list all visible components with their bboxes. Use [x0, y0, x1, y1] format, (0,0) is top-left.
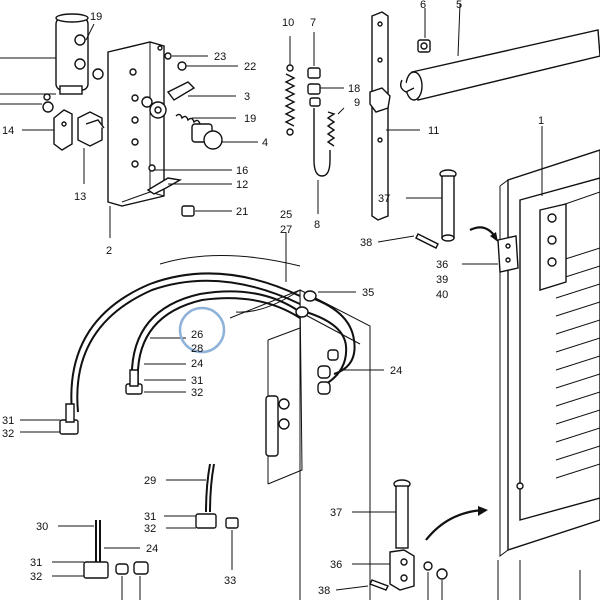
mounting-plate-part-2 — [107, 41, 165, 207]
spring-part-10 — [284, 36, 296, 136]
callout-32-mid: 32 — [191, 387, 203, 399]
pin-part-37-top — [439, 169, 457, 242]
pin-part-38-bottom — [369, 579, 389, 591]
hose-end-middle — [125, 369, 143, 395]
hose-piece-29 — [195, 463, 217, 529]
hose-connectors-35 — [295, 290, 317, 318]
callout-12: 12 — [236, 179, 248, 191]
turnbuckle-part-18 — [307, 83, 344, 107]
callout-30: 30 — [36, 521, 48, 533]
callout-37-top: 37 — [378, 193, 390, 205]
callout-7: 7 — [310, 17, 316, 29]
hose-end-left — [59, 403, 79, 435]
roller-tube-part-5 — [399, 29, 600, 101]
nut-part-33 — [225, 517, 239, 570]
callout-32-bottom-left: 32 — [30, 571, 42, 583]
callout-38-top: 38 — [360, 237, 372, 249]
callout-14: 14 — [2, 125, 14, 137]
callout-33: 33 — [224, 575, 236, 587]
callout-38-bottom: 38 — [318, 585, 330, 597]
bracket-part-14 — [53, 109, 73, 151]
callout-28: 28 — [191, 343, 203, 355]
callout-26-highlight — [178, 306, 226, 354]
door-hinge-part — [265, 395, 290, 457]
knob-part-4 — [191, 123, 223, 150]
hinge-part-36 — [389, 549, 415, 591]
callout-39: 39 — [436, 274, 448, 286]
callout-13: 13 — [74, 191, 86, 203]
callout-29: 29 — [144, 475, 156, 487]
callout-31-mid: 31 — [191, 375, 203, 387]
callout-23: 23 — [214, 51, 226, 63]
callout-22: 22 — [244, 61, 256, 73]
callout-31-bottom-left: 31 — [30, 557, 42, 569]
callout-36-bottom: 36 — [330, 559, 342, 571]
callout-19-mid: 19 — [244, 113, 256, 125]
callout-32-left: 32 — [2, 428, 14, 440]
callout-27: 27 — [280, 224, 292, 236]
shutter-assembly-part-1 — [497, 149, 600, 557]
callout-19-top: 19 — [90, 11, 102, 23]
hinge-strip-part-11 — [369, 11, 391, 221]
callout-36-top: 36 — [436, 259, 448, 271]
rod-loop-part-8 — [313, 108, 331, 177]
cylinder-part — [0, 13, 104, 95]
callout-40: 40 — [436, 289, 448, 301]
callout-2: 2 — [106, 245, 112, 257]
callout-21: 21 — [236, 206, 248, 218]
callout-35: 35 — [362, 287, 374, 299]
door-frame — [229, 289, 371, 600]
spring-part-9 — [326, 107, 345, 147]
callout-10: 10 — [282, 17, 294, 29]
callout-26: 26 — [191, 329, 203, 341]
callout-8: 8 — [314, 219, 320, 231]
screws-bottom — [423, 561, 448, 600]
callout-25: 25 — [280, 209, 292, 221]
shutter-slats — [555, 247, 600, 479]
callout-labels: 19 14 13 2 23 22 3 19 4 16 12 21 10 7 18… — [2, 0, 544, 597]
turnbuckle-part-7 — [307, 32, 321, 79]
callout-24-mid: 24 — [191, 358, 203, 370]
nut-part-6 — [417, 39, 431, 53]
callout-4: 4 — [262, 137, 268, 149]
hoses — [70, 255, 356, 413]
callout-31-left: 31 — [2, 415, 14, 427]
callout-24-right: 24 — [390, 365, 402, 377]
spring-part-19 — [175, 113, 201, 125]
fitting-caps — [115, 561, 149, 600]
callout-9: 9 — [354, 97, 360, 109]
callout-37-bottom: 37 — [330, 507, 342, 519]
callout-24-bottom: 24 — [146, 543, 158, 555]
callout-6: 6 — [420, 0, 426, 11]
callout-32-bottom-mid: 32 — [144, 523, 156, 535]
pin-part-37-bottom — [393, 479, 411, 549]
latch-part-13 — [77, 111, 105, 147]
hose-piece-30 — [83, 519, 109, 579]
callout-31-bottom-mid: 31 — [144, 511, 156, 523]
callout-18: 18 — [348, 83, 360, 95]
hose-fittings-24 — [317, 349, 339, 395]
callout-1: 1 — [538, 115, 544, 127]
callout-5: 5 — [456, 0, 462, 11]
callout-11: 11 — [428, 125, 439, 137]
callout-3: 3 — [244, 91, 250, 103]
callout-16: 16 — [236, 165, 248, 177]
